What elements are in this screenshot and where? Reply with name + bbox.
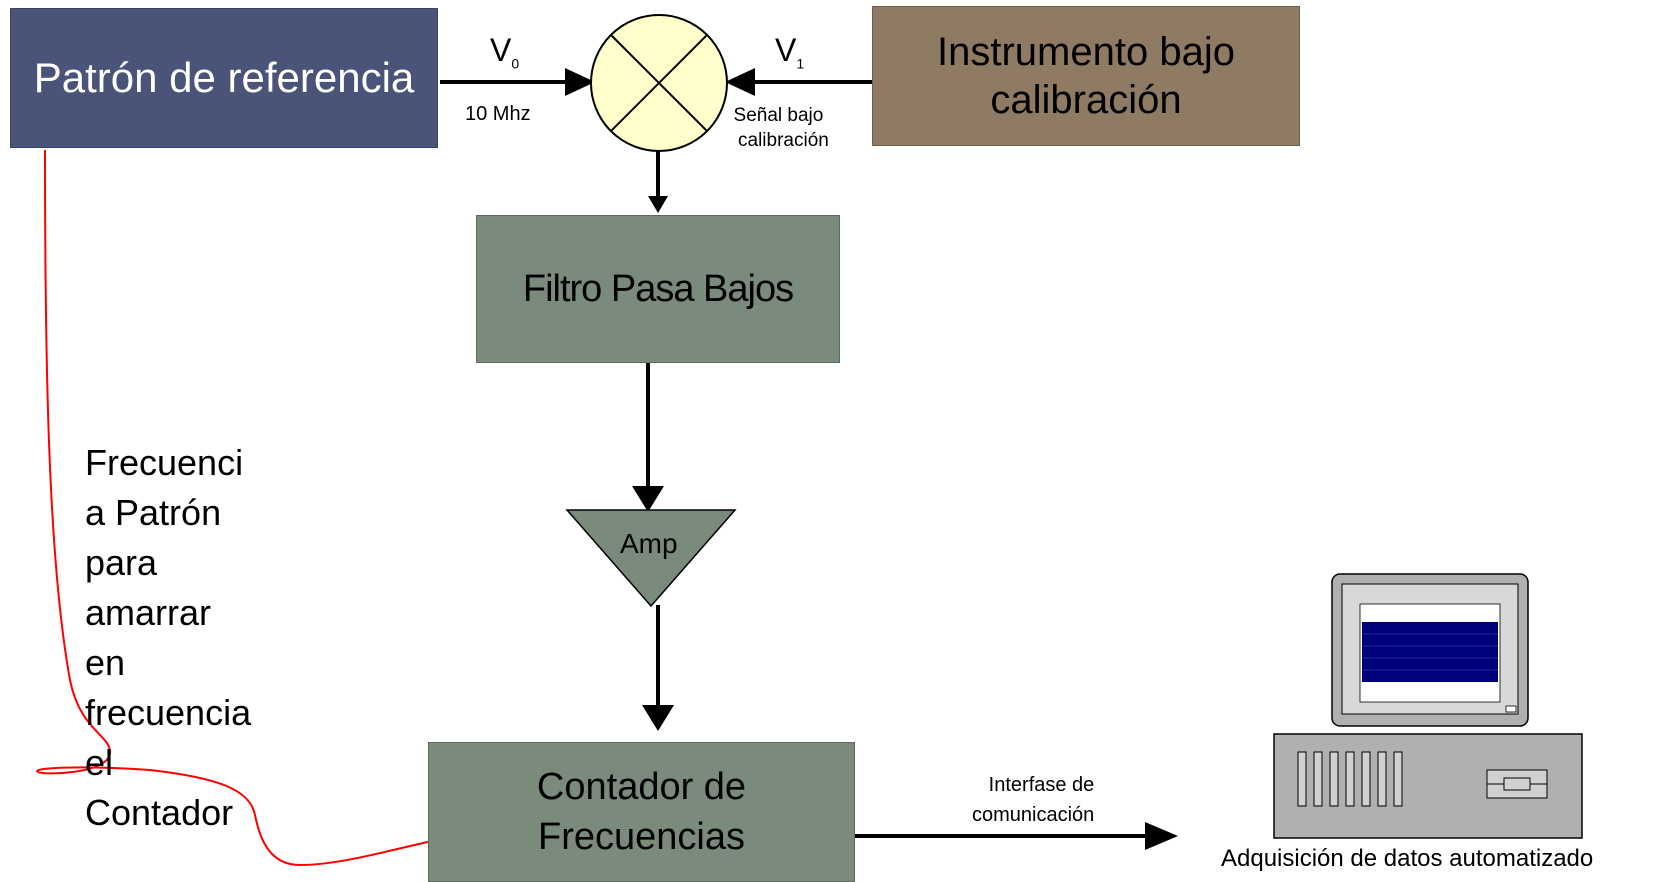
note-line: frecuencia [85, 692, 252, 733]
v1-signal-line1: Señal bajo [733, 105, 824, 126]
v0-subscript: 0 [511, 55, 520, 72]
note-line: Contador [85, 792, 234, 833]
note-line: el [85, 742, 114, 783]
arrowhead-mixer-filter [648, 196, 668, 213]
note-line: amarrar [85, 592, 212, 633]
reference-link-line [36, 149, 429, 867]
reference-standard-label: Patrón de referencia [33, 54, 415, 101]
reference-link-note: Frecuenci a Patrón para amarrar en frecu… [85, 438, 251, 838]
arrowhead-v1 [725, 68, 755, 96]
v1-signal-label: Señal bajo calibración [728, 103, 829, 153]
arrowhead-interface [1145, 822, 1178, 850]
arrowhead-filter-amp [632, 486, 664, 512]
low-pass-filter-block: Filtro Pasa Bajos [476, 215, 840, 363]
low-pass-filter-label: Filtro Pasa Bajos [522, 267, 794, 310]
note-line: Frecuenci [85, 442, 244, 483]
instrument-label-line2: calibración [990, 78, 1182, 122]
counter-label-line2: Frecuencias [538, 816, 745, 858]
reference-standard-block: Patrón de referencia [10, 8, 438, 148]
amplifier-label: Amp [620, 528, 678, 559]
interface-line2: comunicación [972, 804, 1095, 826]
counter-label-line1: Contador de [536, 766, 747, 808]
mixer-symbol [590, 14, 728, 152]
v0-frequency-label: 10 Mhz [465, 103, 531, 125]
note-line: en [85, 642, 126, 683]
computer-caption: Adquisición de datos automatizado [1221, 845, 1594, 872]
arrowhead-amp-counter [642, 705, 674, 731]
amplifier-symbol [565, 509, 737, 608]
interface-line1: Interfase de [988, 774, 1095, 796]
v1-symbol: V [775, 32, 797, 68]
note-line: para [85, 542, 158, 583]
frequency-counter-block: Contador de Frecuencias [428, 742, 855, 882]
instrument-under-calibration-block: Instrumento bajo calibración [872, 6, 1300, 146]
v0-label: V0 [490, 32, 519, 71]
v1-subscript: 1 [796, 55, 805, 72]
interface-label: Interfase de comunicación [972, 770, 1094, 830]
arrowhead-v0 [565, 68, 595, 96]
v1-signal-line2: calibración [738, 130, 829, 151]
note-line: a Patrón [85, 492, 222, 533]
computer-icon [1331, 573, 1529, 727]
computer-case-icon [1273, 733, 1583, 839]
v0-symbol: V [490, 32, 512, 68]
instrument-label-line1: Instrumento bajo [937, 30, 1235, 74]
v1-label: V1 [775, 32, 804, 71]
